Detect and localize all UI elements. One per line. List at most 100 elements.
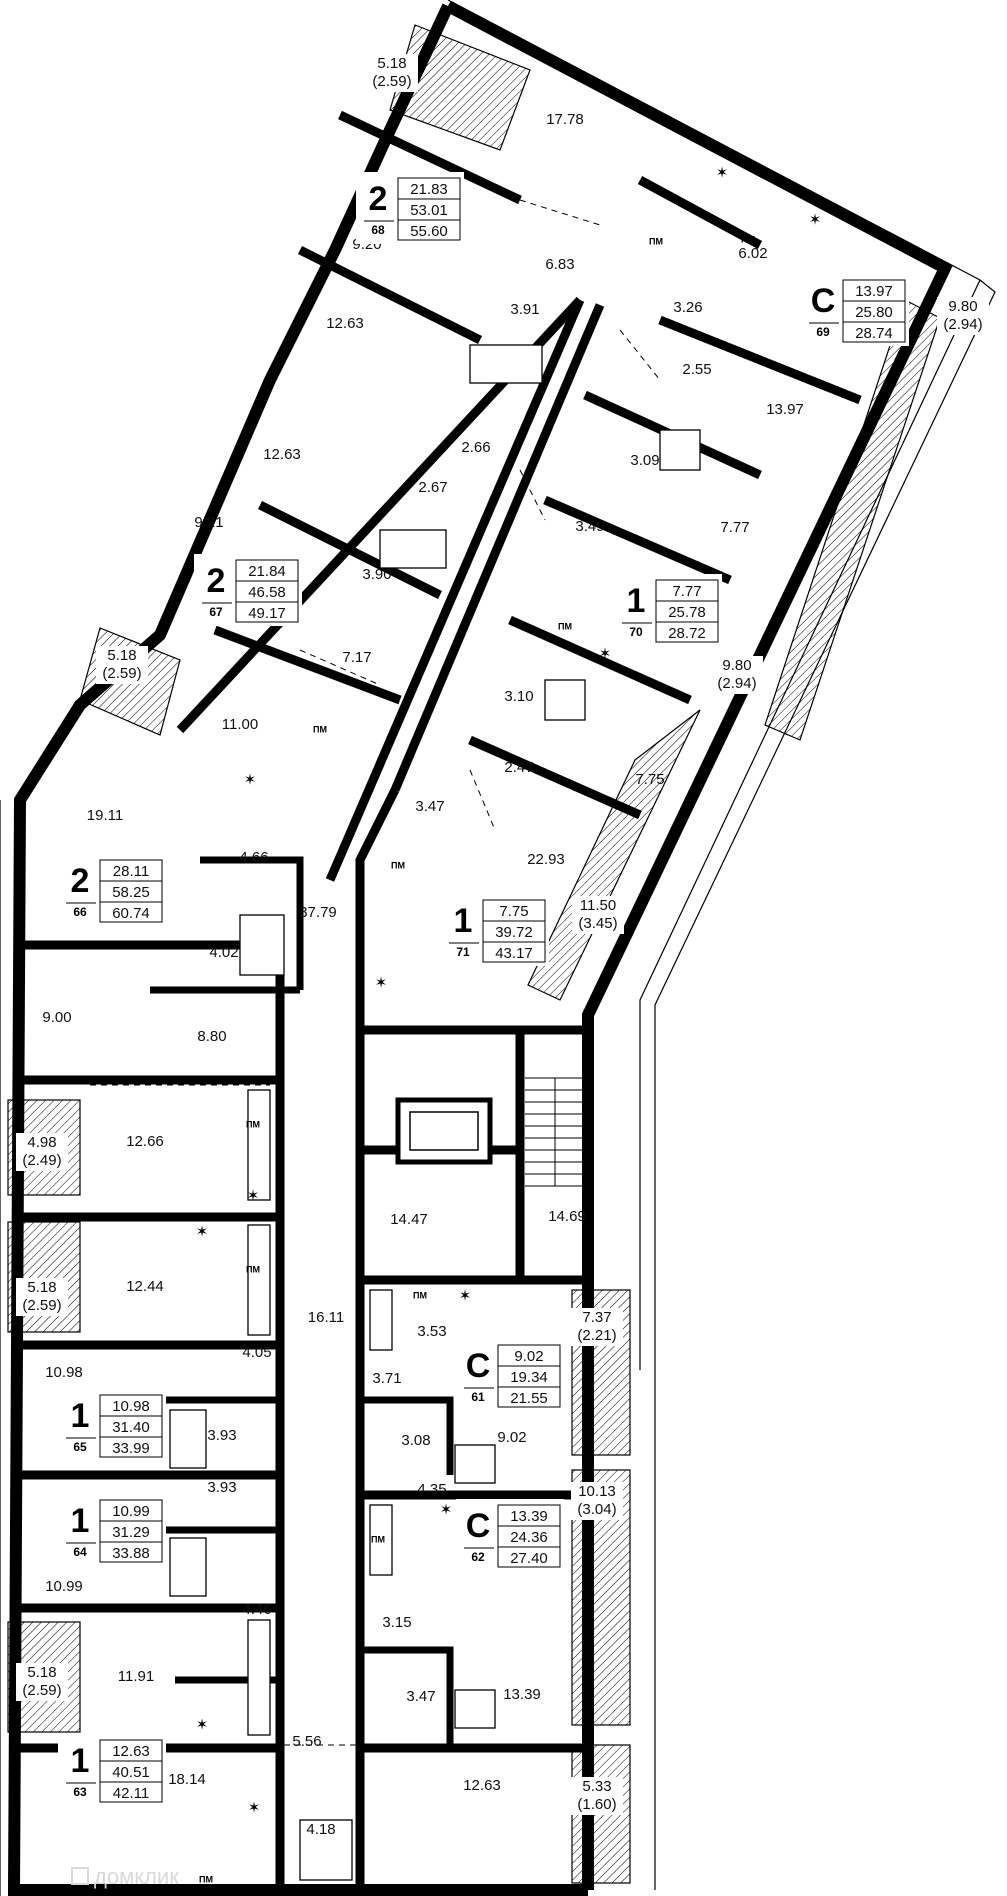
room-area-label: 12.63 [463, 1777, 501, 1794]
apartment-number: 62 [471, 1550, 485, 1564]
apartment-area-value: 10.99 [112, 1503, 150, 1520]
room-area-label: 12.63 [263, 446, 301, 463]
room-area-label: 3.10 [504, 688, 533, 705]
room-area-label: 9.02 [497, 1429, 526, 1446]
room-area-label: 19.11 [87, 807, 123, 824]
room-area-label: 3.93 [207, 1427, 236, 1444]
apartment-area-value: 28.11 [113, 863, 149, 880]
room-area-label: 3.53 [417, 1323, 446, 1340]
room-area-label: 3.47 [415, 798, 444, 815]
apartment-number: 64 [73, 1545, 87, 1559]
room-area-label: 12.44 [126, 1278, 164, 1295]
room-area-label: 11.91 [118, 1668, 154, 1685]
room-area-label: 4.18 [306, 1821, 335, 1838]
room-area-label: 22.93 [527, 851, 565, 868]
balcony-label: 5.18(2.59) [16, 1663, 68, 1701]
watermark-logo: домклик [71, 1864, 179, 1889]
vent-icon: ✶ [196, 1223, 209, 1241]
balcony-area: 5.18 [27, 1664, 56, 1681]
balcony-label: 10.13(3.04) [571, 1482, 623, 1520]
dishwasher-stamp: ПМ [741, 234, 755, 244]
apartment-number: 70 [629, 625, 643, 639]
apartment-area-value: 21.55 [510, 1390, 548, 1407]
dishwasher-stamp: ПМ [313, 724, 327, 734]
balcony-reduced-area: (1.60) [577, 1796, 616, 1813]
dishwasher-stamp: ПМ [246, 1264, 260, 1274]
apartment-number: 61 [471, 1390, 485, 1404]
apartment-type: 2 [207, 562, 226, 600]
balcony-reduced-area: (2.49) [22, 1152, 61, 1169]
apartment-area-value: 28.74 [855, 325, 893, 342]
apartment-type: 1 [71, 1742, 90, 1780]
room-area-label: 9.21 [194, 514, 223, 531]
apartment-area-value: 10.98 [112, 1398, 150, 1415]
apartment-type: С [466, 1507, 491, 1545]
apartment-area-value: 13.97 [855, 283, 893, 300]
room-area-label: 3.47 [406, 1688, 435, 1705]
dishwasher-stamp: ПМ [371, 1534, 385, 1544]
balcony-reduced-area: (2.59) [22, 1682, 61, 1699]
balcony-label: 9.80(2.94) [711, 656, 763, 694]
room-area-label: 12.63 [326, 315, 364, 332]
room-area-label: 11.00 [222, 716, 258, 733]
balcony-reduced-area: (2.59) [22, 1297, 61, 1314]
balcony-area: 5.18 [27, 1279, 56, 1296]
room-area-label: 7.77 [720, 519, 749, 536]
room-area-label: 3.91 [510, 301, 539, 318]
room-area-label: 10.98 [45, 1364, 83, 1381]
room-area-label: 3.71 [372, 1370, 401, 1387]
room-area-label: 2.47 [504, 759, 533, 776]
balcony-label: 7.37(2.21) [571, 1308, 623, 1346]
apartment-type: 2 [369, 180, 388, 218]
balcony-area: 5.18 [107, 647, 136, 664]
apartment-area-value: 28.72 [668, 625, 706, 642]
balcony-label: 4.98(2.49) [16, 1133, 68, 1171]
room-area-label: 3.08 [401, 1432, 430, 1449]
apartment-number: 68 [371, 223, 385, 237]
apartment-area-value: 9.02 [514, 1348, 543, 1365]
apartment-type: 1 [627, 582, 646, 620]
room-area-label: 13.97 [766, 401, 804, 418]
apartment-area-value: 31.29 [112, 1524, 150, 1541]
apartment-area-value: 25.78 [668, 604, 706, 621]
apartment-area-value: 40.51 [112, 1764, 150, 1781]
apartment-type: 1 [454, 902, 473, 940]
balcony-area: 5.33 [582, 1778, 611, 1795]
room-area-label: 4.02 [209, 944, 238, 961]
apartment-area-value: 60.74 [112, 905, 150, 922]
apartment-number: 66 [73, 905, 87, 919]
dishwasher-stamp: ПМ [649, 236, 663, 246]
balcony-reduced-area: (3.45) [578, 915, 617, 932]
balcony-area: 5.18 [377, 55, 406, 72]
balcony-area: 9.80 [948, 298, 977, 315]
apartment-number: 63 [73, 1785, 87, 1799]
room-area-label: 14.69 [548, 1208, 586, 1225]
balcony-label: 11.50(3.45) [572, 896, 624, 934]
apartment-number: 65 [73, 1440, 87, 1454]
room-area-label: 17.78 [546, 111, 584, 128]
apartment-number: 71 [456, 945, 470, 959]
room-area-label: 3.09 [630, 452, 659, 469]
balcony-area: 11.50 [580, 897, 616, 914]
apartment-tags: 26821.8353.0155.60С6913.9725.8028.742672… [58, 172, 909, 1806]
balcony-label: 5.33(1.60) [571, 1777, 623, 1815]
apartment-area-value: 24.36 [510, 1529, 548, 1546]
vent-icon: ✶ [716, 164, 729, 182]
balcony-area: 10.13 [578, 1483, 616, 1500]
apartment-area-value: 25.80 [855, 304, 893, 321]
balcony-area: 4.98 [27, 1134, 56, 1151]
apartment-area-value: 42.11 [113, 1785, 149, 1802]
apartment-area-value: 49.17 [248, 605, 286, 622]
vent-icon: ✶ [809, 211, 822, 229]
vent-icon: ✶ [247, 1187, 260, 1205]
room-area-label: 37.79 [299, 904, 337, 921]
